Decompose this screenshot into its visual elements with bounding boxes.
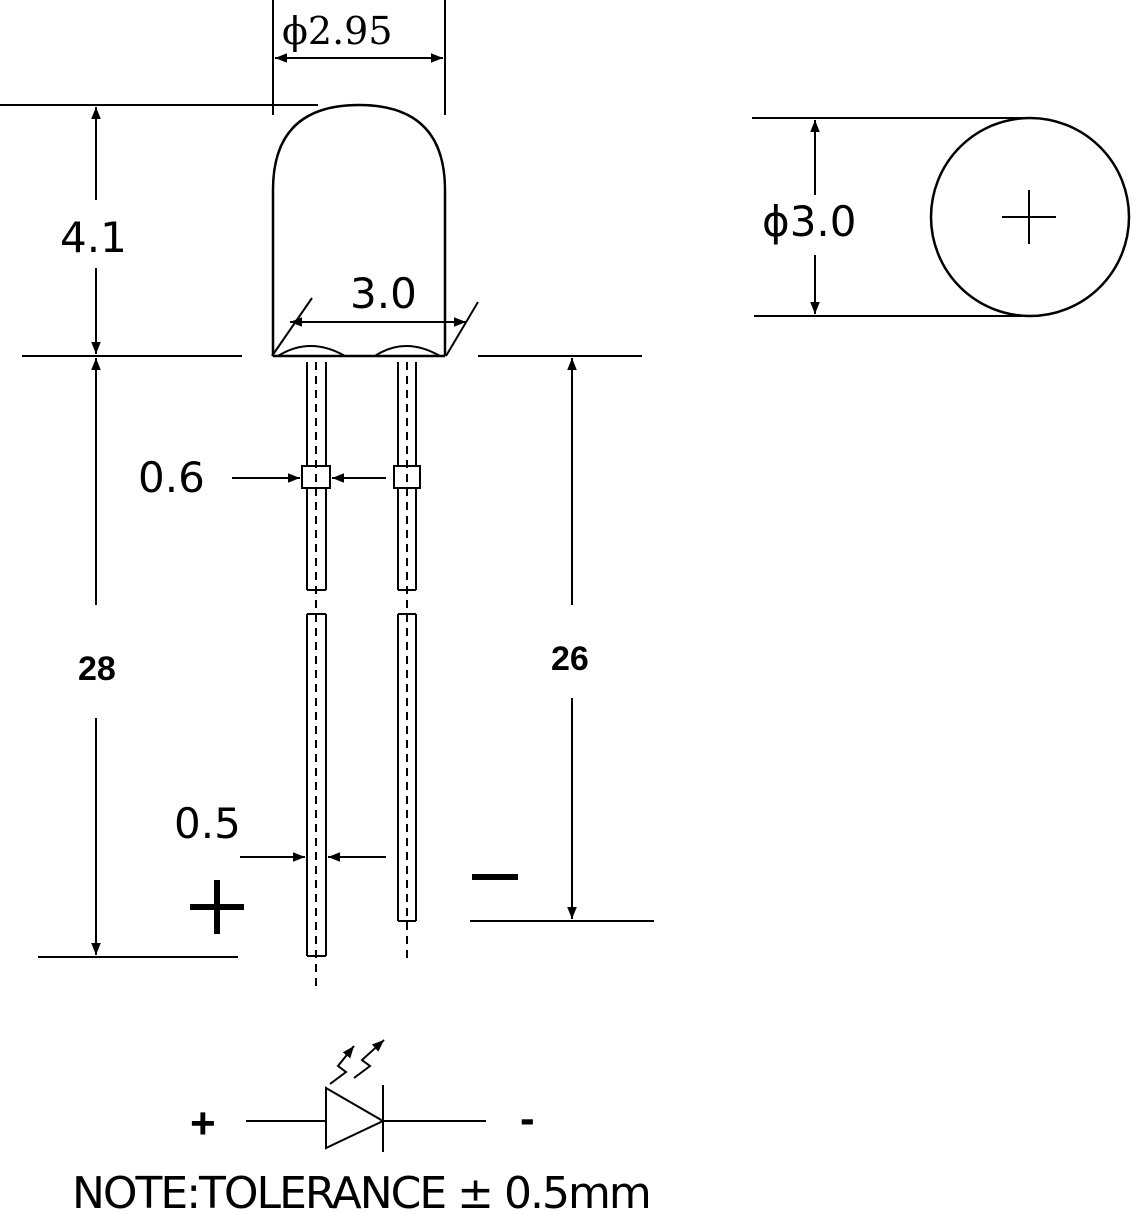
symbol-cathode-label: -	[520, 1094, 535, 1143]
lead-thickness-dimension: 0.5	[174, 799, 386, 862]
led-body-outline	[271, 103, 447, 358]
led-schematic-symbol	[246, 1039, 486, 1152]
short-lead-length-dimension: 26	[470, 355, 654, 922]
long-lead-length-label: 28	[78, 650, 116, 688]
anode-lead	[301, 362, 331, 990]
dome-height-dimension: 4.1	[0, 104, 318, 357]
lead-width-dimension: 0.6	[138, 453, 386, 502]
tolerance-note: NOTE:TOLERANCE ± 0.5mm	[72, 1168, 650, 1213]
lead-width-label: 0.6	[138, 453, 205, 502]
top-view: ϕ3.0	[752, 116, 1131, 318]
lens-diameter-dimension: ϕ2.95	[272, 0, 446, 115]
top-view-diameter-label: ϕ3.0	[762, 197, 857, 246]
lead-thickness-label: 0.5	[174, 799, 241, 848]
cathode-lead	[393, 362, 421, 960]
short-lead-length-label: 26	[551, 640, 589, 678]
flange-width-dimension: 3.0	[271, 269, 479, 357]
flange-width-label: 3.0	[350, 269, 417, 318]
top-view-circle	[929, 116, 1131, 318]
anode-plus-mark	[190, 880, 244, 934]
dome-height-label: 4.1	[60, 213, 127, 262]
lens-diameter-label: ϕ2.95	[282, 9, 393, 53]
long-lead-length-dimension: 28	[38, 358, 238, 958]
symbol-anode-label: +	[190, 1099, 216, 1148]
